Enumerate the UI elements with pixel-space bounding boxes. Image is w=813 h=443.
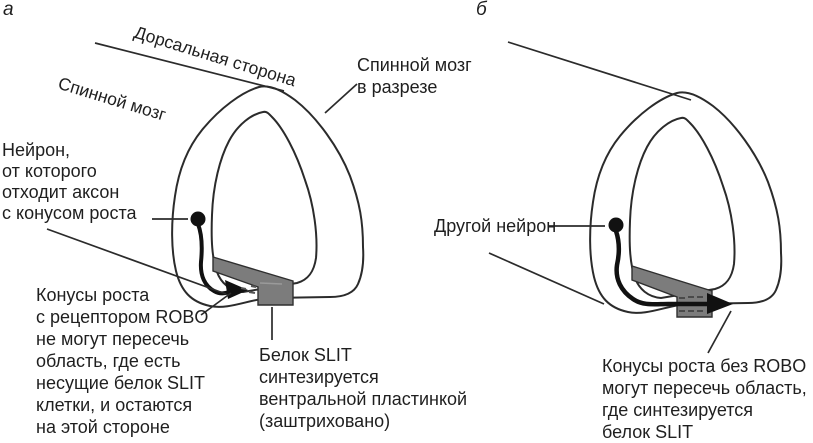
label-robo-growth-cones: Конусы роста с рецептором ROBO не могут … [36,285,209,437]
growth-cone-arrowhead-icon [225,280,248,299]
ventral-plate-hatch-mark [259,282,283,285]
leader-line-growth-cone [488,252,605,305]
leader-line-robo-text [200,292,232,316]
leader-line-growth-cone [46,228,227,295]
axon-path [196,222,231,296]
growth-cone-arrowhead-icon [707,293,733,314]
panel-b-art [488,41,783,354]
panel-a-letter: а [3,0,14,20]
leader-line-cross-section [324,83,358,114]
label-cross-section: Спинной мозг в разрезе [357,55,472,97]
neuron-soma-icon [608,217,624,233]
label-no-robo-growth-cones: Конусы роста без ROBO могут пересечь обл… [602,356,807,442]
slit-ventral-plate-region [212,256,294,306]
neuron-soma-icon [190,211,206,227]
dorsal-side-line [94,42,285,92]
leader-line-no-robo-text [707,310,732,354]
label-neuron: Нейрон, от которого отходит аксон с кону… [2,140,137,223]
panel-a-art [46,42,365,340]
panel-b-letter: б [476,0,487,20]
ventral-plate-hatch-marks [679,296,703,312]
axon-path [613,228,711,307]
growth-cone-stop-speckles [240,285,257,294]
label-slit-protein: Белок SLIT синтезируется вентральной пла… [259,345,468,431]
dorsal-side-line [507,41,692,101]
label-other-neuron: Другой нейрон [434,216,557,236]
